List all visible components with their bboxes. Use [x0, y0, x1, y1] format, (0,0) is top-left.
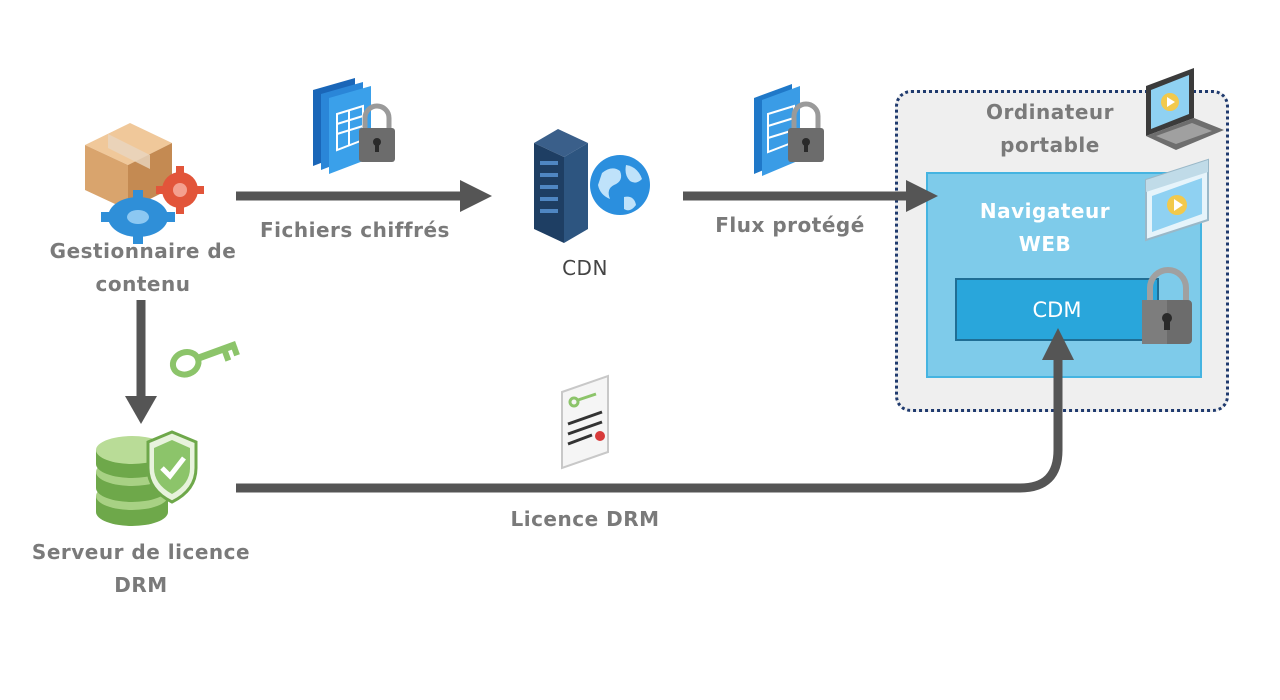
- laptop-label: Ordinateur portable: [986, 100, 1114, 157]
- cdm-label: CDM: [1032, 297, 1082, 322]
- arrow-drm-license: [236, 328, 1074, 493]
- database-shield-icon: [96, 430, 198, 526]
- protected-stream-label: Flux protégé: [715, 213, 865, 237]
- license-certificate-icon: [561, 374, 609, 470]
- padlock-icon: [1142, 267, 1192, 344]
- laptop-icon: [1146, 68, 1224, 150]
- stream-doc-lock-icon: [754, 84, 824, 176]
- encrypted-files-label: Fichiers chiffrés: [260, 218, 450, 242]
- encrypted-files-icon: [313, 78, 395, 174]
- box-gears-icon: [85, 123, 204, 244]
- key-icon: [169, 341, 240, 378]
- drm-license-label: Licence DRM: [510, 507, 660, 531]
- web-browser-label: Navigateur WEB: [979, 199, 1111, 256]
- license-server-label: Serveur de licence DRM: [31, 540, 251, 597]
- server-globe-icon: [534, 129, 650, 243]
- arrow-key-delivery: [125, 300, 157, 424]
- cdn-label: CDN: [562, 256, 608, 280]
- arrow-protected-stream: [683, 180, 938, 212]
- browser-window-icon: [1145, 158, 1209, 242]
- arrow-encrypted-files: [236, 180, 492, 212]
- content-manager-label: Gestionnaire de contenu: [49, 239, 237, 296]
